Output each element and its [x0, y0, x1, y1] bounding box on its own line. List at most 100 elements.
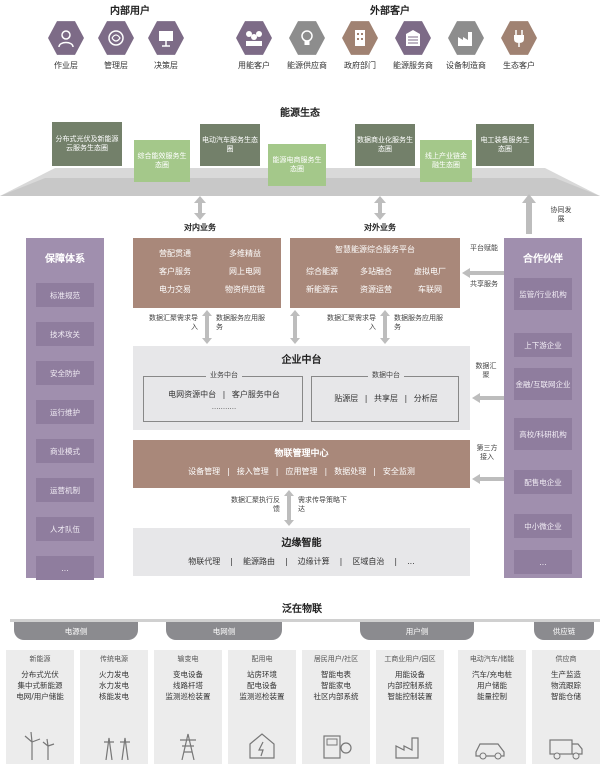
power-tower-icon — [94, 730, 134, 761]
card-item: 智能控制装置 — [387, 691, 433, 701]
internal-user-label: 决策层 — [154, 61, 178, 70]
ubiquitous-iot-title: 泛在物联 — [282, 604, 322, 615]
business-item: 电网资源中台 — [168, 390, 217, 399]
card-item: 用户储能 — [477, 680, 507, 690]
plug-icon — [501, 21, 537, 55]
card-item: 核能发电 — [99, 691, 129, 701]
iot-device-card: 配用电站房环境配电设备监测巡检装置 — [228, 650, 296, 764]
outer-business-item: 资源运营 — [360, 285, 392, 294]
truck-icon — [546, 730, 586, 760]
iot-device-card: 供应商生产监造物流跟踪智能仓储 — [532, 650, 600, 764]
middle-title: 企业中台 — [281, 355, 322, 366]
iot-center: 物联管理中心 设备管理|接入管理|应用管理|数据处理|安全监测 — [133, 440, 470, 488]
card-category: 配用电 — [251, 655, 273, 663]
card-item: 水力发电 — [99, 680, 129, 690]
guarantee-item: 标准规范 — [36, 283, 94, 307]
card-category: 供应商 — [555, 655, 577, 663]
inner-business-box: 营配贯通多维精益客户服务网上电网电力交易物资供应链 — [133, 238, 281, 308]
brain-icon — [98, 21, 134, 55]
iot-device-card: 工商业用户/园区用能设备内部控制系统智能控制装置 — [376, 650, 444, 764]
guarantee-panel: 保障体系 标准规范技术攻关安全防护运行维护商业模式运营机制人才队伍... — [26, 238, 104, 580]
wind-turbine-icon — [20, 730, 60, 760]
iot-device-card: 居民用户/社区智能电表智能家电社区内部系统 — [302, 650, 370, 764]
card-item: 线路杆塔 — [173, 680, 203, 690]
outer-business-item: 新能源云 — [306, 285, 338, 294]
third-party-label: 第三方接入 — [476, 444, 498, 462]
edge-title: 边缘智能 — [281, 538, 322, 549]
iot-device-card: 传统电源火力发电水力发电核能发电 — [80, 650, 148, 764]
iot-center-item: 应用管理 — [285, 467, 318, 476]
factory-icon — [390, 730, 430, 760]
edge-intelligence: 边缘智能 物联代理|能源路由|边缘计算|区域自治|... — [133, 528, 470, 576]
card-item: 内部控制系统 — [387, 680, 433, 690]
eco-box-equipment: 电工装备服务生态圈 — [476, 124, 534, 166]
card-item: 站房环境 — [247, 670, 277, 679]
card-item: 配电设备 — [247, 680, 277, 690]
data-middle-title: 数据中台 — [368, 371, 404, 379]
eco-box-pv: 分布式光伏及新能源云服务生态圈 — [52, 122, 122, 166]
people-icon — [236, 21, 272, 55]
iot-center-title: 物联管理中心 — [274, 449, 329, 459]
outer-business-item: 虚拟电厂 — [414, 267, 446, 276]
outer-platform-title: 智慧能源综合服务平台 — [335, 245, 415, 254]
eco-box-finance: 线上产业链金融生态圈 — [420, 140, 472, 182]
person-icon — [48, 21, 84, 55]
eco-title: 能源生态 — [280, 108, 320, 119]
eco-box-data: 数据商业化服务生态圈 — [355, 124, 415, 166]
inner-business-item: 客户服务 — [159, 267, 191, 276]
card-item: 监测巡检装置 — [165, 691, 211, 701]
internal-users-title: 内部用户 — [110, 6, 150, 17]
transmission-tower-icon — [168, 730, 208, 761]
outer-business-item: 多站融合 — [360, 267, 392, 276]
partner-item: 金融/互联网企业 — [514, 368, 572, 400]
inner-business-label: 对内业务 — [184, 223, 216, 232]
house-power-icon — [242, 730, 282, 760]
guarantee-item: ... — [36, 556, 94, 580]
iot-down-label: 需求传导策略下达 — [298, 496, 347, 514]
guarantee-item: 运行维护 — [36, 400, 94, 424]
iot-device-card: 输变电变电设备线路杆塔监测巡检装置 — [154, 650, 222, 764]
tab-supply-chain: 供应链 — [534, 622, 594, 640]
external-customer-label: 能源服务商 — [393, 61, 433, 70]
card-item: 智能仓储 — [551, 691, 581, 701]
outer-business-item: 车联网 — [418, 285, 442, 294]
ev-car-icon — [472, 730, 512, 760]
data-layer: 分析层 — [413, 394, 438, 403]
iot-center-item: 设备管理 — [188, 467, 221, 476]
inner-business-item: 物资供应链 — [225, 285, 265, 294]
card-category: 输变电 — [177, 655, 199, 663]
tab-user-side: 用户侧 — [360, 622, 474, 640]
guarantee-title: 保障体系 — [45, 254, 85, 265]
partner-item: 配售电企业 — [514, 470, 572, 494]
iot-center-item: 接入管理 — [236, 467, 269, 476]
card-item: 火力发电 — [99, 670, 129, 679]
data-middle: 数据中台 贴源层 | 共享层 | 分析层 — [311, 371, 459, 422]
up-down-arrow-icon — [284, 490, 294, 526]
left-arrow-icon — [472, 393, 504, 403]
card-item: 变电设备 — [173, 670, 203, 679]
card-item: 物流跟踪 — [551, 680, 581, 690]
inner-business-item: 网上电网 — [229, 267, 261, 276]
card-item: 智能电表 — [321, 670, 351, 679]
guarantee-item: 安全防护 — [36, 361, 94, 385]
collab-label: 协同发展 — [550, 206, 572, 224]
outer-business-box: 智慧能源综合服务平台 综合能源多站融合虚拟电厂新能源云资源运营车联网 — [290, 238, 460, 308]
tab-grid-side: 电网侧 — [166, 622, 282, 640]
card-item: 监测巡检装置 — [239, 691, 285, 701]
card-items: 分布式光伏集中式新能源电网/用户储能 — [6, 670, 74, 703]
edge-item: 物联代理 — [188, 557, 221, 566]
partner-item: 中小微企业 — [514, 514, 572, 538]
outer-business-label: 对外业务 — [364, 223, 396, 232]
business-middle-title: 业务中台 — [206, 371, 242, 379]
tab-power-side: 电源侧 — [14, 622, 138, 640]
inner-business-item: 电力交易 — [159, 285, 191, 294]
card-category: 新能源 — [29, 655, 51, 663]
card-items: 站房环境配电设备监测巡检装置 — [228, 670, 296, 703]
smart-meter-icon — [316, 730, 356, 760]
card-items: 火力发电水力发电核能发电 — [80, 670, 148, 703]
card-item: 电网/用户储能 — [16, 691, 64, 701]
card-items: 汽车/充电桩用户储能能量控制 — [458, 670, 526, 703]
iot-up-label: 数据汇聚执行反馈 — [231, 496, 280, 514]
card-item: 智能家电 — [321, 680, 351, 690]
card-items: 变电设备线路杆塔监测巡检装置 — [154, 670, 222, 703]
